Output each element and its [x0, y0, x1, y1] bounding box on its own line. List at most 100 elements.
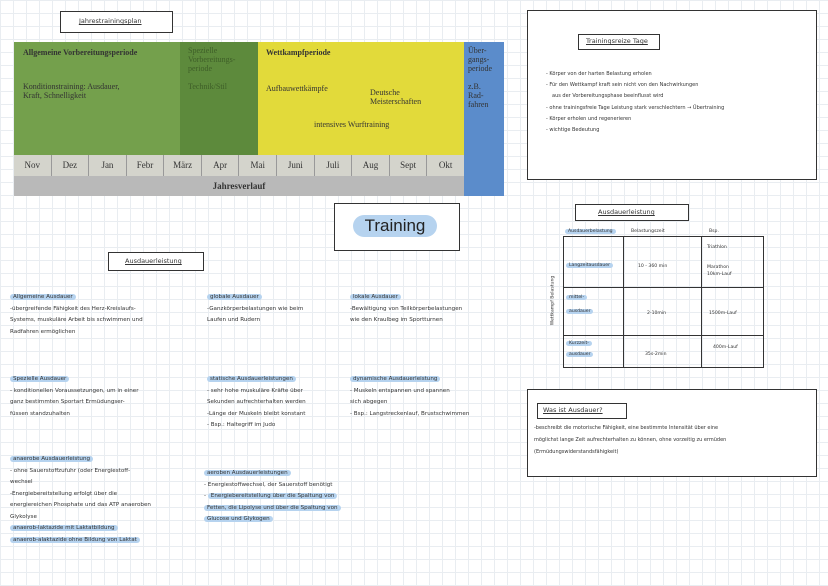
table-row-divider: [563, 287, 763, 288]
allgemein-line: Systems, muskuläre Arbeit bis schwimmen …: [10, 317, 143, 323]
spezielle-title: Spezielle Ausdauer: [10, 376, 70, 382]
training-title: Training: [353, 215, 437, 237]
table-row1-ex1: Triathlon: [707, 245, 727, 250]
global-title: globale Ausdauer: [207, 294, 262, 300]
anaerob-line: energiereichen Phosphate und das ATP ana…: [10, 502, 151, 508]
period-speziell-body: Technik/Stil: [188, 82, 227, 91]
table-title-box: Ausdauerleistung: [575, 204, 689, 221]
statisch-line: - Bsp.: Haltegriff im Judo: [207, 422, 276, 428]
lokal-section: lokale Ausdauer -Bewältigung von Teilkör…: [350, 292, 462, 327]
statisch-line: Sekunden aufrechterhalten werden: [207, 399, 306, 405]
was-ist-title-frame: Was ist Ausdauer?: [537, 403, 627, 419]
aerob-line-2: Energiebereitstellung über die Spaltung …: [207, 493, 338, 499]
dynamisch-line: - Bsp.: Langstreckenlauf, Brustschwimmen: [350, 410, 470, 417]
month-mai: Mai: [239, 155, 278, 176]
allgemein-section: Allgemeine Ausdauer -übergreifende Fähig…: [10, 292, 143, 338]
anaerob-laktazid: anaerob-laktazide mit Laktatbildung: [10, 525, 118, 531]
dynamisch-section: dynamische Ausdauerleistung - Muskeln en…: [350, 374, 469, 420]
plan-photo: Allgemeine Vorbereitungsperiode Konditio…: [14, 42, 504, 196]
period-allgemein-body: Konditionstraining: Ausdauer, Kraft, Sch…: [23, 82, 120, 100]
trainingsreize-line: - Für den Wettkampf kraft sein nicht von…: [546, 82, 699, 89]
month-maerz: März: [164, 155, 202, 176]
period-wettkampf-c: intensives Wurftraining: [314, 120, 390, 129]
plan-title: Jahrestrainingsplan: [79, 17, 142, 25]
aerob-section: aeroben Ausdauerleistungen - Energiestof…: [204, 468, 341, 526]
spezielle-line: füssen standzuhalten: [10, 410, 70, 417]
month-febr: Febr: [127, 155, 165, 176]
dynamisch-line: - Muskeln entspannen und spannen: [350, 387, 450, 394]
table-col-divider: [701, 236, 702, 367]
was-ist-line: (Ermüdungswiderstandsfähigkeit): [534, 449, 619, 455]
trainingsreize-line: - wichtige Bedeutung: [546, 127, 600, 134]
table-row3-label2: ausdauer: [566, 352, 594, 357]
table-row-divider: [563, 335, 763, 336]
table-row2-label1: mittel-: [566, 295, 588, 300]
month-juni: Juni: [277, 155, 315, 176]
month-sept: Sept: [390, 155, 428, 176]
period-uebergang: Über-gangs-periode z.B. Rad-fahren: [464, 42, 504, 196]
table-border: [563, 236, 764, 368]
period-uebergang-title: Über-gangs-periode: [468, 46, 492, 73]
was-ist-title: Was ist Ausdauer?: [543, 406, 603, 414]
month-dez: Dez: [52, 155, 90, 176]
table-row2-label2: ausdauer: [566, 309, 594, 314]
global-line: Laufen und Rudern: [207, 317, 261, 323]
month-row: Nov Dez Jan Febr März Apr Mai Juni Juli …: [14, 155, 464, 176]
was-ist-box: Was ist Ausdauer? -beschreibt die motori…: [527, 389, 817, 477]
period-wettkampf: Wettkampfperiode Aufbauwettkämpfe Deutsc…: [258, 42, 464, 155]
table-title: Ausdauerleistung: [598, 208, 655, 216]
table-header-2: Belastungszeit: [631, 229, 665, 234]
allgemein-line: -übergreifende Fähigkeit des Herz-Kreisl…: [10, 305, 136, 312]
period-uebergang-body: z.B. Rad-fahren: [468, 82, 489, 109]
allgemein-title: Allgemeine Ausdauer: [10, 294, 76, 300]
month-juli: Juli: [315, 155, 353, 176]
spezielle-line: - konditionellen Voraussetzungen, um in …: [10, 387, 139, 394]
table-row3-ex1: 400m-Lauf: [713, 345, 738, 350]
period-wettkampf-a: Aufbauwettkämpfe: [266, 84, 328, 93]
table-header-1: Ausdauerbelastung: [565, 229, 616, 234]
table-side-label: Wettkampf Belastung: [550, 275, 556, 326]
table-header-3: Bsp.: [709, 229, 719, 234]
trainingsreize-line: - Körper von der harten Belastung erhole…: [546, 71, 652, 77]
axis-label: Jahresverlauf: [14, 176, 464, 196]
statisch-line: -Länge der Muskeln bleibt konstant: [207, 410, 306, 417]
trainingsreize-title: Trainingsreize Tage: [586, 37, 648, 45]
table-row2-time: 2-10min: [647, 311, 667, 316]
table-row2-ex1: 1500m-Lauf: [709, 311, 737, 316]
table-col-divider: [623, 236, 624, 367]
period-wettkampf-b: Deutsche Meisterschaften: [370, 88, 422, 106]
ausdauer-heading: Ausdauerleistung: [125, 257, 182, 265]
was-ist-body: -beschreibt die motorische Fähigkeit, ei…: [534, 422, 726, 458]
statisch-section: statische Ausdauerleistungen - sehr hohe…: [207, 374, 306, 432]
anaerob-line: wechsel: [10, 479, 33, 485]
dynamisch-line: sich abgegen: [350, 399, 388, 405]
anaerob-title: anaerobe Ausdauerleistung: [10, 456, 94, 462]
month-jan: Jan: [89, 155, 127, 176]
trainingsreize-body: - Körper von der harten Belastung erhole…: [546, 69, 724, 136]
aerob-line-2-prefix: -: [204, 493, 208, 499]
trainingsreize-box: Trainingsreize Tage - Körper von der har…: [527, 10, 817, 180]
table-side-label-wrap: Wettkampf Belastung: [548, 262, 558, 342]
anaerob-line: Glykolyse: [10, 513, 37, 520]
period-speziell: Spezielle Vorbereitungs-periode Technik/…: [180, 42, 258, 155]
trainingsreize-line: - Körper erholen und regenerieren: [546, 115, 632, 122]
spezielle-line: ganz bestimmten Sportart Ermüdungser-: [10, 399, 125, 405]
trainingsreize-line: aus der Vorbereitungsphase beeinflusst w…: [552, 93, 664, 100]
anaerob-alaktazid: anaerob-alaktazide ohne Bildung von Lakt…: [10, 536, 140, 543]
lokal-line: wie den Kraulbeg im Sportturnen: [350, 317, 443, 323]
aerob-title: aeroben Ausdauerleistungen: [204, 470, 291, 476]
month-aug: Aug: [352, 155, 390, 176]
table-row1-time: 10 - 360 min: [638, 264, 668, 269]
aerob-line-4: Glucose und Glykogen: [204, 516, 273, 522]
table-row3-label1: Kurzzeit-: [566, 341, 592, 346]
table-row3-time: 35s-2min: [645, 352, 667, 357]
was-ist-line: möglichst lange Zeit aufrechterhalten zu…: [534, 437, 727, 443]
month-nov: Nov: [14, 155, 52, 176]
allgemein-line: Radfahren ermöglichen: [10, 328, 76, 335]
global-section: globale Ausdauer -Ganzkörperbelastungen …: [207, 292, 303, 327]
training-title-box: Training: [334, 203, 460, 251]
table-row1-ex2: Marathon: [707, 265, 729, 270]
trainingsreize-title-frame: Trainingsreize Tage: [578, 34, 660, 50]
anaerob-line: -Energiebereitstellung erfolgt über die: [10, 490, 118, 497]
statisch-title: statische Ausdauerleistungen: [207, 376, 296, 382]
